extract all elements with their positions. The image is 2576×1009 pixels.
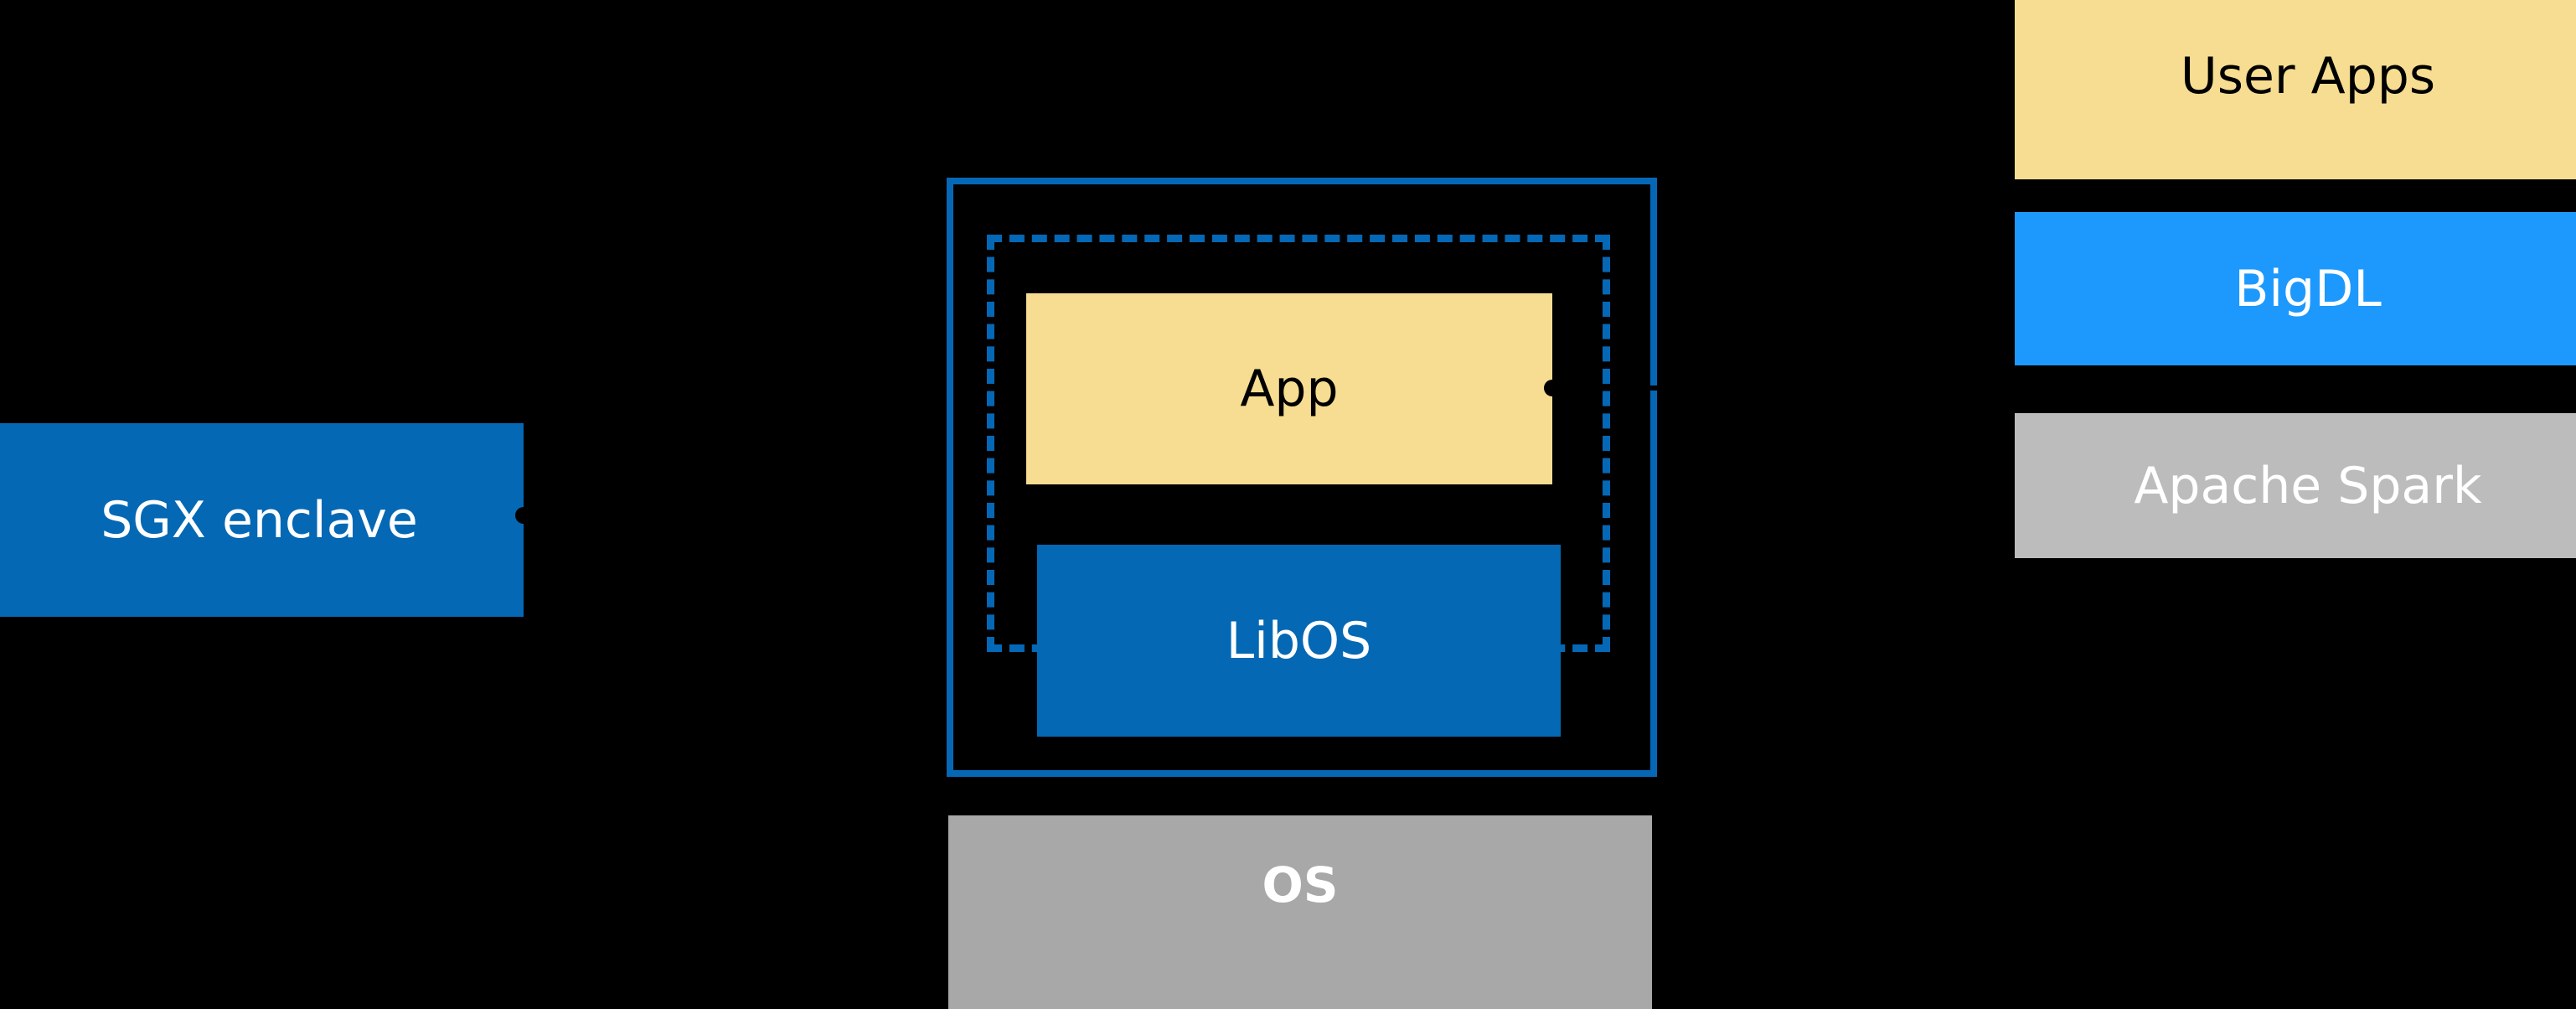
app-connector-arrowhead-icon [1544,380,1561,396]
sgx-enclave-connector-arrowhead-icon [515,507,532,524]
os-label: OS [1262,856,1339,913]
os-box: OS [948,815,1652,1009]
bigdl-box: BigDL [2015,212,2576,365]
sgx-enclave-label: SGX enclave [101,490,418,550]
libos-label: LibOS [1226,611,1372,670]
user-apps-label: User Apps [2180,47,2436,106]
apache-spark-box: Apache Spark [2015,413,2576,558]
app-label: App [1240,360,1339,418]
sgx-enclave-connector-line [524,513,951,518]
enclave-boundary-frame [947,178,1657,777]
app-box: App [1026,293,1552,484]
libos-box: LibOS [1037,545,1561,737]
apache-spark-label: Apache Spark [2134,456,2482,515]
bigdl-label: BigDL [2234,259,2382,318]
app-to-user-apps-connector-line [1551,385,2016,391]
sgx-enclave-box: SGX enclave [0,423,524,617]
user-apps-box: User Apps [2015,0,2576,179]
